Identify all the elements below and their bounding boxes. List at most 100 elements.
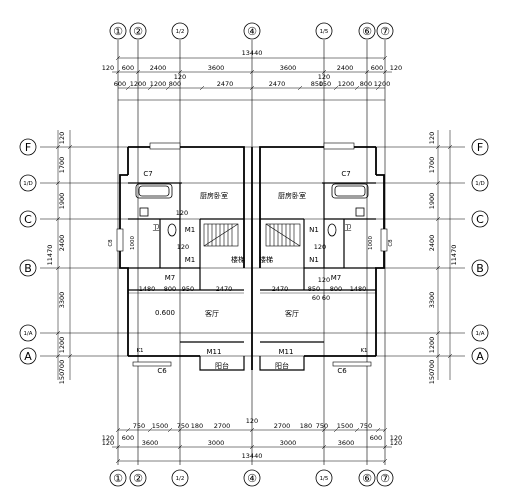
room-label-right-stair: 楼梯 [259, 255, 273, 264]
inner-dims: 1480 800 950 2470 2470 850 120 800 1480 … [128, 209, 376, 302]
level-mark: 0.600 [155, 309, 175, 317]
dim-label: 600 [370, 434, 382, 442]
dim-label: 800 [330, 285, 342, 293]
dim-label: 120 [102, 64, 114, 72]
dim-label: 180 [191, 422, 203, 430]
dim-label: 750 [360, 422, 372, 430]
right-dimensions [435, 130, 453, 380]
dim-label: 850 [308, 285, 320, 293]
dim-label: 1200 [338, 80, 355, 88]
top-dimensions [112, 55, 392, 101]
dim-label: 3000 [280, 439, 297, 447]
axis-label: ⑥ [362, 472, 372, 485]
dim-label: 750 [133, 422, 145, 430]
tag-c6-left: C6 [157, 367, 167, 375]
dim-label: 120 [177, 243, 189, 251]
stair-right [265, 223, 301, 247]
dim-label: 1900 [428, 193, 436, 210]
toilet-left [139, 207, 177, 237]
dim-label: 1700 [428, 157, 436, 174]
dim-label: 750 [177, 422, 189, 430]
dim-label: 2400 [428, 235, 436, 252]
dim-label: 1900 [58, 193, 66, 210]
dim-label: 1200 [58, 337, 66, 354]
top-row2-labels: 1200 600 1200 800 2470 2470 850 1200 800… [114, 80, 390, 88]
room-label-right-bath: 卫 [345, 224, 352, 232]
dim-label: 120 [390, 439, 402, 447]
dim-label: 120 [428, 132, 436, 144]
tag-c6-right: C6 [337, 367, 347, 375]
dim-label: 1000 [130, 236, 136, 250]
tag-m11-right: M11 [279, 348, 294, 356]
dim-label: 60 [322, 294, 330, 302]
dim-label: 120 [102, 439, 114, 447]
dim-label: 2470 [217, 80, 234, 88]
axis-label: ⑦ [380, 25, 390, 38]
axis-label: 1/5 [320, 476, 329, 482]
dim-label: 1700 [58, 157, 66, 174]
dim-label: 3000 [208, 439, 225, 447]
dim-label: 1500 [337, 422, 354, 430]
dim-label: 150 [428, 372, 436, 384]
dim-label: 2700 [214, 422, 231, 430]
dim-label: 600 [122, 64, 134, 72]
axis-label: F [477, 141, 483, 154]
axis-label: ④ [247, 25, 257, 38]
dim-label: 2470 [272, 285, 289, 293]
axis-label: ④ [247, 472, 257, 485]
axis-label: B [476, 262, 484, 275]
axis-label: C [476, 213, 484, 226]
tag-c7-left: C7 [143, 170, 152, 178]
axis-label: ② [133, 472, 143, 485]
axis-label: 1/2 [176, 29, 185, 35]
tag-n1-a: N1 [309, 226, 319, 234]
column-axes-top: ① ② 1/2 ④ 1/5 ⑥ ⑦ [109, 22, 394, 40]
bottom-row1-labels: 750 1500 750 180 2700 120 2700 180 750 1… [133, 417, 372, 430]
top-extra-labels: 120 120 150 [174, 73, 331, 88]
row-axes-left: F 1/D C B 1/A A [19, 138, 37, 365]
tag-k1-left: K1 [136, 348, 143, 354]
dim-label: 1480 [350, 285, 367, 293]
dim-label: 2700 [274, 422, 291, 430]
dim-label: 180 [300, 422, 312, 430]
dim-label: 2470 [269, 80, 286, 88]
dim-label: 600 [371, 64, 383, 72]
axis-label: 1/A [475, 331, 484, 337]
dim-label: 2400 [337, 64, 354, 72]
room-label-left-bath: 卫 [153, 224, 160, 232]
dim-label: 3300 [58, 292, 66, 309]
dim-label: 120 [390, 434, 402, 442]
dim-label: 1200 [130, 80, 147, 88]
dim-label: 120 [314, 243, 326, 251]
dim-label: 600 [114, 80, 126, 88]
dim-label: 11470 [46, 245, 54, 266]
axis-label: ① [113, 25, 123, 38]
axis-label: F [25, 141, 31, 154]
dim-label: 700 [58, 360, 66, 372]
stair-left [203, 223, 239, 247]
toilet-right [327, 207, 365, 237]
column-axes-bottom: ① ② 1/2 ④ 1/5 ⑥ ⑦ [109, 469, 394, 487]
axis-label: ① [113, 472, 123, 485]
dim-label: 3600 [208, 64, 225, 72]
dim-label: 800 [360, 80, 372, 88]
tag-m7-right: M7 [331, 274, 342, 282]
overall-width-bottom: 13440 [242, 452, 263, 460]
left-dim-labels: 120 1700 1900 2400 3300 1200 700 150 114… [46, 132, 66, 384]
bottom-row2-labels: 120 3600 3000 3000 3600 120 [102, 439, 402, 447]
dim-label: 60 [312, 294, 320, 302]
dim-label: 950 [182, 285, 194, 293]
axis-label: A [24, 350, 32, 363]
dim-label: 750 [316, 422, 328, 430]
overall-width-top: 13440 [242, 49, 263, 57]
axis-label: ② [133, 25, 143, 38]
bathtub-left [135, 183, 173, 199]
dim-label: 120 [390, 64, 402, 72]
dim-label: 700 [428, 360, 436, 372]
room-label-left-balcony: 阳台 [215, 361, 229, 370]
tag-c8-right: C8 [388, 239, 394, 247]
dim-label: 600 [122, 434, 134, 442]
axis-label: B [24, 262, 32, 275]
dim-label: 120 [176, 209, 188, 217]
